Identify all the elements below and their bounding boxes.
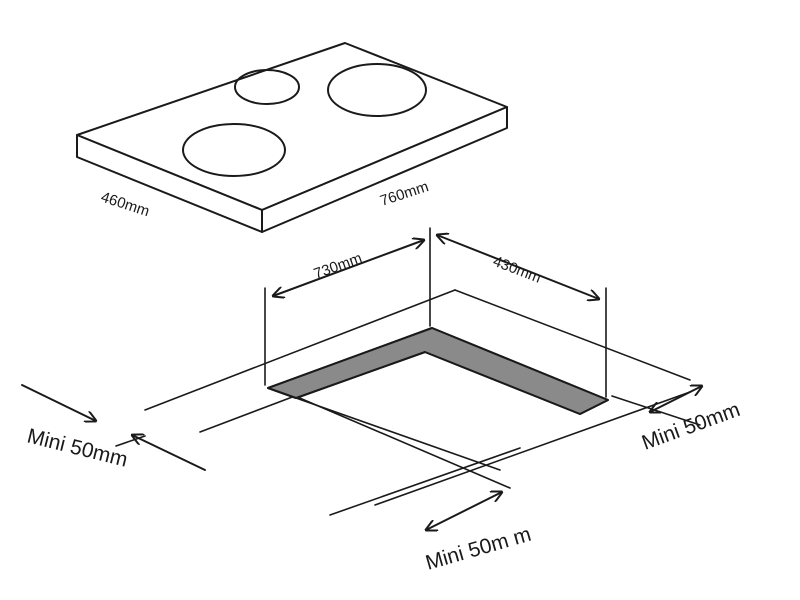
cutout-width-label: 730mm [312, 250, 365, 283]
clearance-left-label: Mini 50mm [25, 425, 130, 472]
hob-top-surface [76, 42, 508, 211]
clearance-left-arrow-2 [132, 435, 206, 471]
clearance-left-wall-line [115, 435, 146, 447]
hob-side-edge [261, 106, 508, 233]
clearance-front-label: Mini 50m m [423, 523, 534, 575]
countertop-inner-front-line [294, 395, 511, 489]
hob-width-label: 760mm [378, 178, 431, 210]
countertop-front-right-edge-2 [329, 447, 521, 516]
clearance-front-arrow [426, 492, 502, 530]
cutout-depth-label: 430mm [491, 253, 544, 287]
hob-burner-small [234, 69, 300, 105]
clearance-left-arrow-1 [21, 384, 96, 421]
clearance-front: Mini 50m m [423, 492, 534, 575]
countertop-front-right-edge [374, 391, 691, 506]
countertop-back-left-edge [144, 289, 456, 411]
hob-unit: 460mm 760mm [76, 42, 508, 233]
countertop [144, 289, 701, 516]
countertop-inner-left-line [199, 395, 296, 433]
countertop-back-right-edge [454, 289, 691, 381]
cutout-recess-shading [267, 327, 609, 415]
hob-burner-large-front [182, 123, 286, 177]
hob-burner-large-right [327, 63, 427, 117]
dim-arrow-730 [273, 240, 424, 296]
clearance-right-label: Mini 50mm [639, 398, 743, 455]
clearance-right-arrow [650, 386, 702, 412]
hob-depth-label: 460mm [99, 189, 152, 221]
dim-arrow-430 [437, 235, 599, 299]
cutout-front-left-edge [295, 397, 501, 471]
clearance-right: Mini 50mm [639, 386, 743, 455]
